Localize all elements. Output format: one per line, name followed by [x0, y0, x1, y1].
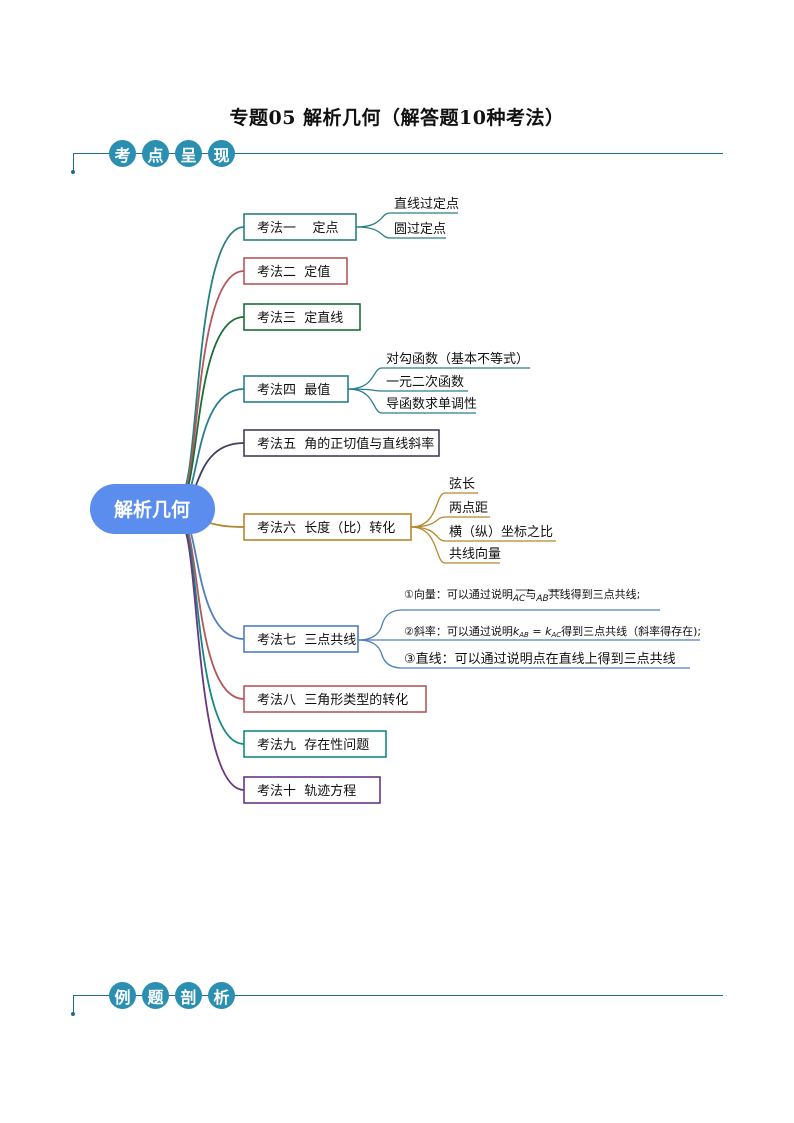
method-node — [243, 257, 348, 285]
method-label: 考法二 定值 — [257, 264, 330, 280]
section-char: 现 — [208, 140, 235, 167]
branch-line — [177, 270, 245, 500]
method-label: 考法十 轨迹方程 — [257, 783, 356, 799]
page-title: 专题05 解析几何（解答题10种考法） — [229, 107, 565, 129]
method-label: 考法七 三点共线 — [257, 633, 356, 648]
sub-branch-line — [355, 226, 446, 239]
method-node — [243, 375, 349, 403]
method-label: 考法九 存在性问题 — [257, 738, 369, 753]
method-node — [243, 685, 427, 713]
sub-item-label: 横（纵）坐标之比 — [449, 525, 553, 540]
sub-item-label: 一元二次函数 — [386, 374, 464, 390]
center-label: 解析几何 — [114, 498, 190, 521]
section-header-exam-points: 考 点 呈 现 — [71, 140, 723, 174]
method-node — [243, 776, 381, 804]
section-char: 考 — [109, 140, 136, 167]
method-label: 考法八 三角形类型的转化 — [257, 692, 408, 708]
method-node — [243, 625, 359, 653]
method7-sub-vector: ①向量：可以通过说明AC与AB共线得到三点共线; — [404, 587, 640, 604]
sub-branch-line — [410, 526, 500, 564]
method-node — [243, 730, 387, 758]
method-label: 考法三 定直线 — [257, 311, 343, 326]
method7-sub-slope: ②斜率：可以通过说明kAB = kAC得到三点共线（斜率得存在); — [404, 624, 701, 639]
method-label: 考法五 角的正切值与直线斜率 — [257, 436, 434, 452]
sub-item-label: 弦长 — [449, 476, 475, 492]
method7-subs: ①向量：可以通过说明AC与AB共线得到三点共线; ②斜率：可以通过说明kAB =… — [357, 587, 701, 669]
method-label: 考法四 最值 — [257, 382, 330, 398]
sub-branch-line — [347, 367, 530, 390]
section-char: 呈 — [175, 140, 202, 167]
sub-item-label: 圆过定点 — [394, 222, 446, 237]
sub-branch-line — [355, 212, 458, 228]
sub-item-label: 共线向量 — [449, 546, 501, 562]
method-node — [243, 303, 361, 331]
section-char: 例 — [109, 982, 136, 1009]
section-header-examples: 例 题 剖 析 — [71, 982, 723, 1016]
center-node — [90, 484, 215, 534]
method-node — [243, 513, 412, 541]
method-label: 考法一 定点 — [257, 221, 339, 236]
sub-item-label: 导函数求单调性 — [386, 397, 477, 412]
method7-sub-line: ③直线：可以通过说明点在直线上得到三点共线 — [404, 651, 676, 667]
method-node — [243, 429, 440, 457]
section-char: 剖 — [175, 982, 202, 1009]
section-char: 析 — [208, 982, 235, 1009]
method-node — [243, 213, 357, 241]
method-label: 考法六 长度（比）转化 — [257, 520, 395, 536]
sub-item-label: 两点距 — [449, 501, 488, 516]
sub-branch-line — [410, 516, 490, 528]
section-char: 点 — [142, 140, 169, 167]
sub-branch-line — [347, 388, 476, 414]
sub-item-label: 直线过定点 — [394, 197, 459, 212]
branch-line — [177, 518, 245, 745]
sub-branch-line — [410, 492, 478, 528]
sub-item-label: 对勾函数（基本不等式） — [386, 351, 529, 367]
section-char: 题 — [142, 982, 169, 1009]
